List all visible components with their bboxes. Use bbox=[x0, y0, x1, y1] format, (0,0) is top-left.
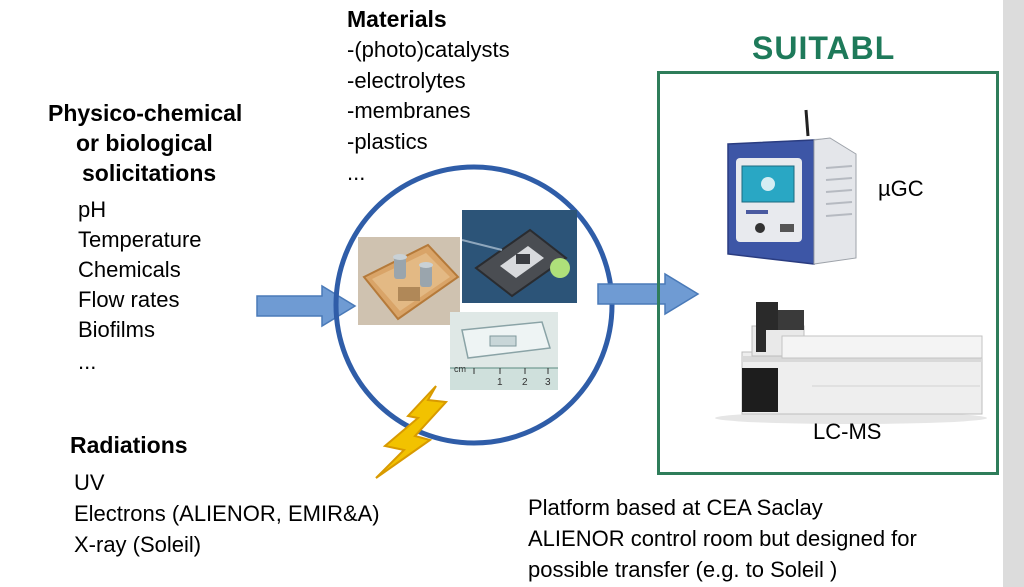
material-item: -plastics bbox=[347, 129, 428, 154]
lcms-instrument-image bbox=[712, 296, 990, 426]
radiation-item: X-ray (Soleil) bbox=[74, 532, 202, 557]
suitabl-box bbox=[657, 71, 999, 475]
suitabl-title: SUITABL bbox=[752, 30, 896, 66]
ruler-label-2: 2 bbox=[522, 377, 528, 388]
solicitation-item: Temperature bbox=[78, 227, 202, 252]
input-arrow bbox=[256, 284, 357, 328]
solicitation-item: pH bbox=[78, 197, 107, 222]
photo-transparent-cell-ruler: cm 1 2 3 bbox=[450, 312, 558, 390]
solicitations-heading-line-2: or biological bbox=[76, 130, 213, 156]
ugc-label: µGC bbox=[878, 176, 924, 201]
material-item: -(photo)catalysts bbox=[347, 37, 510, 62]
material-item: -electrolytes bbox=[347, 68, 466, 93]
ruler-label-3: 3 bbox=[545, 377, 551, 388]
platform-note-line: ALIENOR control room but designed for bbox=[528, 526, 917, 551]
ruler-label-1: 1 bbox=[497, 377, 503, 388]
solicitation-item: Chemicals bbox=[78, 257, 181, 282]
sample-circle bbox=[333, 164, 615, 446]
ruler-label-cm: cm bbox=[454, 364, 466, 374]
lcms-label: LC-MS bbox=[813, 419, 882, 444]
material-item: -membranes bbox=[347, 98, 471, 123]
solicitation-item: Flow rates bbox=[78, 287, 180, 312]
right-edge-shade bbox=[1003, 0, 1024, 587]
radiation-item: Electrons (ALIENOR, EMIR&A) bbox=[74, 501, 380, 526]
platform-note-line: possible transfer (e.g. to Soleil ) bbox=[528, 557, 838, 582]
photo-microfluidic-cell bbox=[358, 237, 460, 325]
solicitations-heading-line-3: solicitations bbox=[82, 160, 217, 186]
solicitation-item: ... bbox=[78, 349, 97, 374]
material-item: ... bbox=[347, 160, 366, 185]
platform-note-line: Platform based at CEA Saclay bbox=[528, 495, 823, 520]
lightning-icon bbox=[375, 385, 449, 479]
radiation-item: UV bbox=[74, 470, 105, 495]
photo-chip-holder bbox=[462, 210, 577, 303]
output-arrow bbox=[597, 272, 700, 316]
solicitation-item: Biofilms bbox=[78, 317, 156, 342]
ugc-instrument-image bbox=[718, 108, 860, 268]
solicitations-heading-line-1: Physico-chemical bbox=[48, 100, 243, 126]
materials-heading: Materials bbox=[347, 6, 447, 32]
radiations-heading: Radiations bbox=[70, 432, 188, 458]
